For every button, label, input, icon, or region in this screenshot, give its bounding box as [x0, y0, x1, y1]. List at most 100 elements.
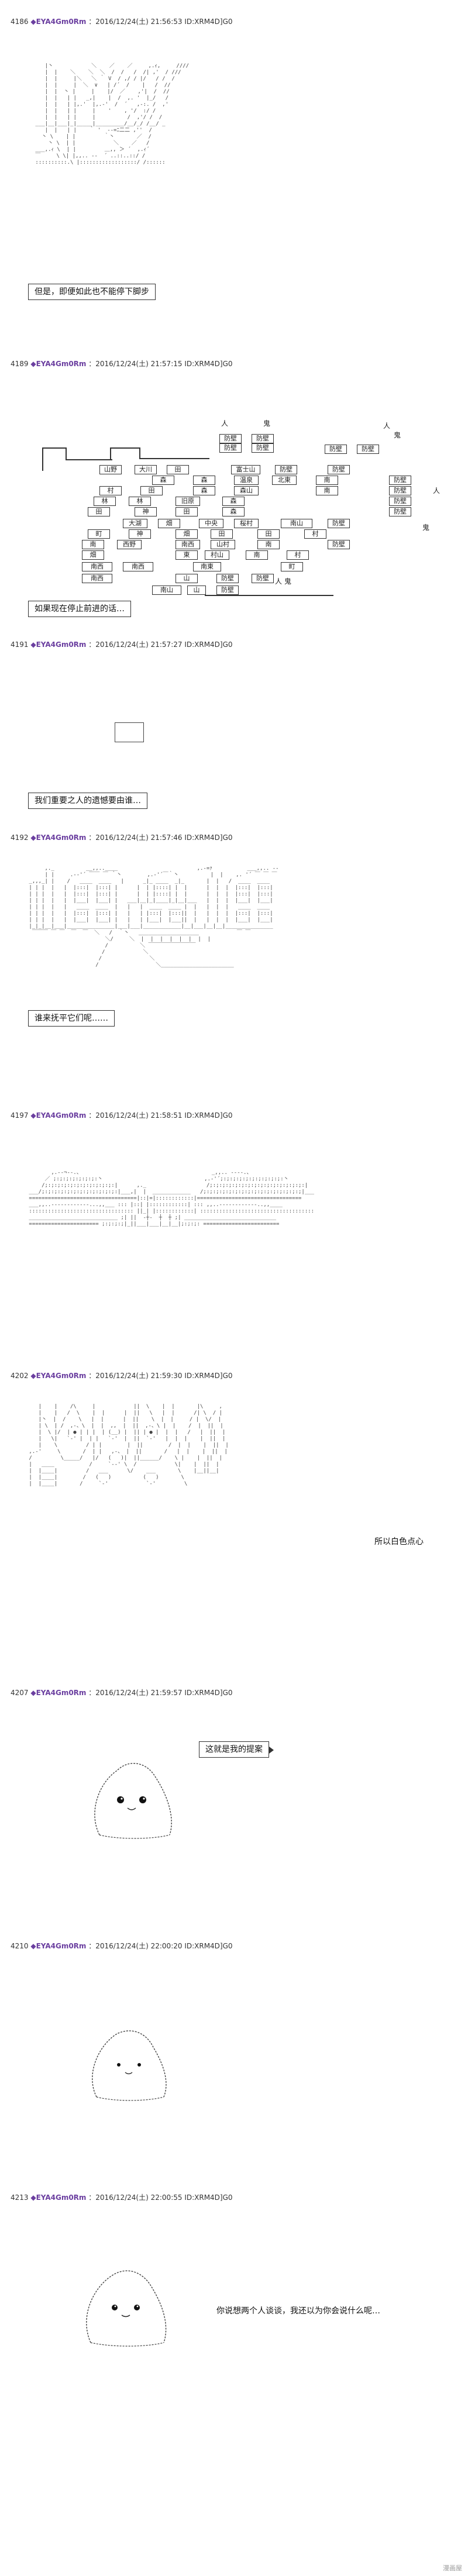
post-header: 4192 ◆EYA4Gm0Rm ：2016/12/24(土) 21:57:46 … [11, 834, 233, 842]
post-number: 4191 [11, 640, 29, 649]
map-cell: 防壁 [252, 443, 274, 453]
poster-name[interactable]: ◆EYA4Gm0Rm [30, 2193, 87, 2202]
poster-name[interactable]: ◆EYA4Gm0Rm [30, 1372, 87, 1380]
map-wall [66, 447, 67, 460]
map-cell: 南 [316, 486, 338, 495]
map-cell: 防壁 [389, 507, 411, 516]
ascii-art: | | /\ | || \ | | |\ , | | / \ | | | || … [29, 1404, 229, 1487]
map-cell: 神 [135, 507, 157, 516]
map-cell: 田 [167, 465, 189, 474]
narration-box: 谁来抚平它们呢…… [28, 1010, 115, 1027]
map-cell: 田 [176, 507, 198, 516]
map-cell: 中央 [199, 519, 223, 528]
territory-map: 人 鬼 人 鬼 人 鬼 防壁 防壁 防壁 防壁 防壁 防壁 山野 大川 田 富士… [0, 383, 468, 699]
poster-name[interactable]: ◆EYA4Gm0Rm [30, 360, 87, 368]
post-header: 4197 ◆EYA4Gm0Rm ：2016/12/24(土) 21:58:51 … [11, 1111, 233, 1120]
dialogue-text: 你说想两个人谈谈，我还以为你会说什么呢… [216, 2306, 380, 2316]
map-cell: 山村 [211, 540, 235, 549]
poster-name[interactable]: ◆EYA4Gm0Rm [30, 1689, 87, 1697]
map-cell: 防壁 [219, 434, 242, 443]
map-cell: 田 [257, 529, 280, 539]
map-cell: 村山 [205, 550, 229, 560]
watermark: 漫画屋 [443, 2564, 462, 2572]
map-cell: 山 [187, 586, 206, 595]
post-meta: ：2016/12/24(土) 21:57:46 ID:XRM4D]G0 [88, 834, 233, 842]
poster-name[interactable]: ◆EYA4Gm0Rm [30, 18, 87, 26]
post-header: 4189 ◆EYA4Gm0Rm ：2016/12/24(土) 21:57:15 … [11, 360, 233, 368]
post-number: 4207 [11, 1689, 29, 1697]
map-cell: 町 [281, 562, 303, 571]
narration-box: 但是，即便如此也不能停下脚步 [28, 284, 156, 300]
map-cell: 防壁 [252, 434, 274, 443]
map-cell: 防壁 [275, 465, 297, 474]
map-cell: 森 [193, 486, 215, 495]
post-header: 4191 ◆EYA4Gm0Rm ：2016/12/24(土) 21:57:27 … [11, 640, 233, 649]
map-cell: 森 [222, 497, 245, 506]
map-cell: 村 [99, 486, 122, 495]
map-cell: 山野 [99, 465, 122, 474]
map-label: 鬼 [394, 431, 401, 439]
empty-frame [115, 722, 144, 742]
poster-name[interactable]: ◆EYA4Gm0Rm [30, 640, 87, 649]
map-cell: 桜村 [234, 519, 259, 528]
post-meta: ：2016/12/24(土) 22:00:55 ID:XRM4D]G0 [88, 2193, 233, 2202]
post-number: 4202 [11, 1372, 29, 1380]
map-cell: 神 [129, 529, 151, 539]
post-meta: ：2016/12/24(土) 21:59:30 ID:XRM4D]G0 [88, 1372, 233, 1380]
map-cell: 山 [176, 574, 198, 583]
map-cell: 南山 [152, 586, 181, 595]
post-number: 4189 [11, 360, 29, 368]
post-header: 4213 ◆EYA4Gm0Rm ：2016/12/24(土) 22:00:55 … [11, 2193, 233, 2202]
narration-box: 如果现在停止前进的话… [28, 601, 131, 617]
map-cell: 森山 [234, 486, 259, 495]
map-label: 人 [383, 422, 391, 430]
map-cell: 防壁 [328, 540, 350, 549]
map-cell: 防壁 [252, 574, 274, 583]
map-cell: 防壁 [216, 574, 239, 583]
map-cell: 林 [129, 497, 151, 506]
post-number: 4192 [11, 834, 29, 842]
post-header: 4202 ◆EYA4Gm0Rm ：2016/12/24(土) 21:59:30 … [11, 1372, 233, 1380]
map-cell: 南西 [123, 562, 153, 571]
post-meta: ：2016/12/24(土) 21:59:57 ID:XRM4D]G0 [88, 1689, 233, 1697]
ascii-art: ,._ __,,..____ ,.-=ｧ ___,,.. -‐ | | .-‐'… [29, 866, 279, 968]
poster-name[interactable]: ◆EYA4Gm0Rm [30, 1942, 87, 1950]
map-cell: 東 [176, 550, 198, 560]
map-cell: 南 [257, 540, 280, 549]
map-cell: 富士山 [231, 465, 260, 474]
map-cell: 防壁 [328, 519, 350, 528]
map-wall [139, 458, 209, 459]
map-cell: 村 [287, 550, 309, 560]
post-header: 4186 ◆EYA4Gm0Rm ：2016/12/24(土) 21:56:53 … [11, 18, 233, 26]
map-cell: 村 [304, 529, 326, 539]
map-cell: 温泉 [234, 476, 259, 485]
white-mochi-creature [94, 1762, 172, 1839]
post-number: 4210 [11, 1942, 29, 1950]
map-cell: 大川 [135, 465, 157, 474]
map-cell: 北東 [272, 476, 297, 485]
map-label: 鬼 [284, 577, 292, 586]
poster-name[interactable]: ◆EYA4Gm0Rm [30, 834, 87, 842]
map-cell: 防壁 [325, 445, 347, 454]
map-cell: 防壁 [328, 465, 350, 474]
map-cell: 田 [211, 529, 233, 539]
ascii-art: ,.-‐¬‐-.、 _,,.. -‐‐-.、 ／ ;:;:;:;:;:;:;:丶… [29, 1170, 315, 1227]
map-wall [110, 447, 111, 459]
poster-name[interactable]: ◆EYA4Gm0Rm [30, 1111, 87, 1120]
map-cell: 防壁 [219, 443, 242, 453]
map-wall [66, 459, 112, 460]
map-cell: 森 [152, 476, 174, 485]
map-label: 鬼 [263, 419, 271, 428]
post-header: 4207 ◆EYA4Gm0Rm ：2016/12/24(土) 21:59:57 … [11, 1689, 233, 1697]
map-cell: 森 [222, 507, 245, 516]
narration-box: 我们重要之人的遗憾要由谁… [28, 793, 147, 809]
map-label: 人 [433, 487, 441, 495]
map-cell: 南東 [193, 562, 221, 571]
white-mochi-creature [86, 2270, 167, 2347]
map-cell: 畑 [176, 529, 198, 539]
map-cell: 南西 [176, 540, 200, 549]
map-label: 鬼 [422, 524, 430, 532]
post-meta: ：2016/12/24(土) 21:57:15 ID:XRM4D]G0 [88, 360, 233, 368]
post-meta: ：2016/12/24(土) 22:00:20 ID:XRM4D]G0 [88, 1942, 233, 1950]
map-cell: 防壁 [389, 497, 411, 506]
